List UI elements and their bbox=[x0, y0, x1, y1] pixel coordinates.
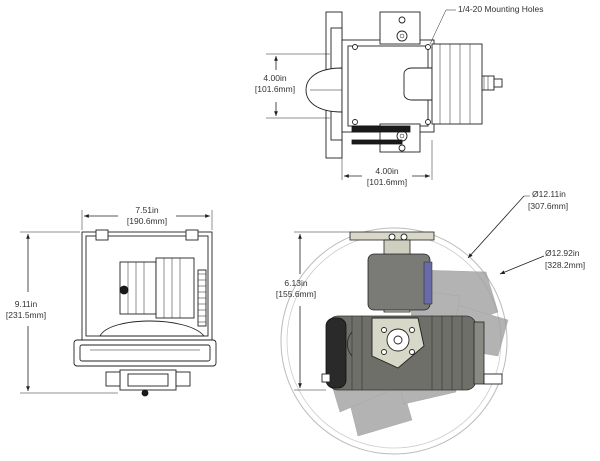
rotation-height-in: 6.13in bbox=[284, 278, 307, 288]
top-view: 4.00in [101.6mm] 4.00in [101.6mm] 1/4-20… bbox=[255, 4, 544, 187]
side-view: 7.51in [190.6mm] 9.11in [231.5mm] bbox=[6, 205, 217, 397]
side-width-mm: [190.6mm] bbox=[127, 216, 167, 226]
outer-diameter-in: Ø12.92in bbox=[545, 248, 580, 258]
inner-diameter-in: Ø12.11in bbox=[532, 189, 566, 199]
top-height-in: 4.00in bbox=[263, 73, 286, 83]
top-width-in: 4.00in bbox=[375, 166, 398, 176]
mounting-holes-callout: 1/4-20 Mounting Holes bbox=[458, 4, 544, 14]
top-height-mm: [101.6mm] bbox=[255, 84, 295, 94]
side-height-in: 9.11in bbox=[15, 299, 38, 309]
rotation-height-mm: [155.6mm] bbox=[276, 289, 316, 299]
side-height-mm: [231.5mm] bbox=[6, 310, 46, 320]
outer-diameter-mm: [328.2mm] bbox=[545, 260, 585, 270]
rotation-view: 6.13in [155.6mm] Ø12.11in [307.6mm] Ø12.… bbox=[276, 189, 585, 455]
inner-diameter-mm: [307.6mm] bbox=[528, 201, 568, 211]
top-width-mm: [101.6mm] bbox=[367, 177, 407, 187]
side-width-in: 7.51in bbox=[135, 205, 158, 215]
